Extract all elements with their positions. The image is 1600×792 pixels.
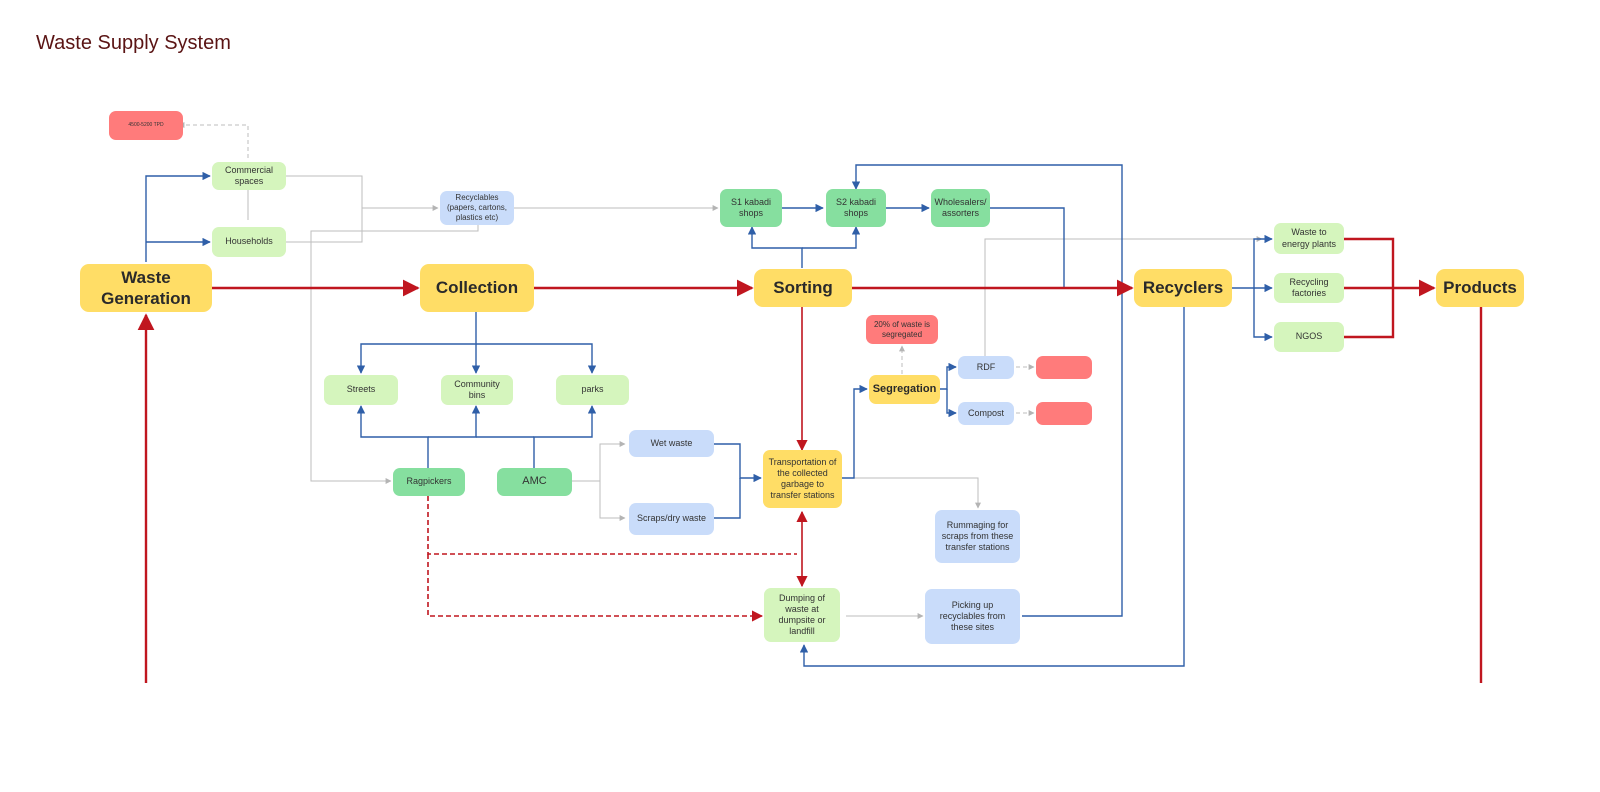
node-dumping: Dumping of waste at dumpsite or landfill	[764, 588, 840, 642]
node-tpd: 4500-5200 TPD	[109, 111, 183, 140]
picking-to-s2-arrow	[851, 164, 1123, 617]
rdf-to-wte-arrow	[984, 236, 1263, 356]
collection-to-parks-arrow	[476, 343, 597, 374]
node-segregated-percent: 20% of waste is segregated	[866, 315, 938, 344]
node-compost: Compost	[958, 402, 1014, 425]
scraps-to-transport-line	[714, 478, 741, 519]
node-commercial-spaces: Commercial spaces	[212, 162, 286, 190]
node-scraps-dry-waste: Scraps/dry waste	[629, 503, 714, 535]
page-title: Waste Supply System	[36, 32, 231, 54]
node-community-bins: Community bins	[441, 375, 513, 405]
amc-to-scraps-arrow	[599, 481, 626, 521]
node-households: Households	[212, 227, 286, 257]
transport-to-segregation-arrow	[842, 384, 868, 479]
node-streets: Streets	[324, 375, 398, 405]
node-waste-to-energy: Waste to energy plants	[1274, 223, 1344, 254]
node-parks: parks	[556, 375, 629, 405]
amc-to-parks-arrow	[533, 405, 597, 468]
segregation-to-rdf-arrow	[940, 362, 957, 390]
node-collection: Collection	[420, 264, 534, 312]
node-s2-kabadi-shops: S2 kabadi shops	[826, 189, 886, 227]
wet-to-transport-arrow	[714, 443, 762, 483]
node-ragpickers: Ragpickers	[393, 468, 465, 496]
node-recyclables: Recyclables (papers, cartons, plastics e…	[440, 191, 514, 225]
recyclers-to-ngos-arrow	[1253, 288, 1273, 342]
node-sorting: Sorting	[754, 269, 852, 307]
node-amc: AMC	[497, 468, 572, 496]
node-s1-kabadi-shops: S1 kabadi shops	[720, 189, 782, 227]
node-segregation: Segregation	[869, 375, 940, 404]
node-ngos: NGOS	[1274, 322, 1344, 352]
generation-to-commercial-arrow	[145, 171, 211, 262]
node-recycling-factories: Recycling factories	[1274, 273, 1344, 303]
households-to-recyclables-line	[286, 208, 363, 243]
node-transportation: Transportation of the collected garbage …	[763, 450, 842, 508]
ragpickers-to-bins-arrow	[428, 405, 481, 438]
sorting-to-s1-arrow	[747, 226, 803, 268]
recyclables-to-ragpickers-arrow	[310, 225, 479, 484]
node-wholesalers: Wholesalers/ assorters	[931, 189, 990, 227]
commercial-to-tpd-arrow	[178, 122, 249, 158]
transport-to-rummaging-arrow	[842, 477, 981, 509]
ragpickers-to-streets-arrow	[356, 405, 429, 468]
node-rdf: RDF	[958, 356, 1014, 379]
node-recyclers: Recyclers	[1134, 269, 1232, 307]
node-compost-note	[1036, 402, 1092, 425]
node-rdf-note	[1036, 356, 1092, 379]
amc-to-wet-arrow	[572, 441, 626, 482]
wholesalers-to-recyclers-arrow	[990, 207, 1132, 293]
recyclers-to-wte-arrow	[1232, 234, 1273, 289]
wte-to-products-line	[1344, 237, 1395, 339]
commercial-to-recyclables-line	[286, 175, 439, 211]
node-picking-up: Picking up recyclables from these sites	[925, 589, 1020, 644]
collection-to-streets-arrow	[356, 312, 477, 374]
ragpickers-to-dumping-dashed-arrow	[427, 554, 764, 622]
node-wet-waste: Wet waste	[629, 430, 714, 457]
recyclers-to-dumping-arrow	[799, 307, 1185, 667]
node-products: Products	[1436, 269, 1524, 307]
node-waste-generation: Waste Generation	[80, 264, 212, 312]
node-rummaging: Rummaging for scraps from these transfer…	[935, 510, 1020, 563]
segregation-to-compost-arrow	[946, 389, 957, 418]
sorting-to-s2-arrow	[802, 226, 861, 249]
loop-back-arrow	[146, 307, 1483, 683]
ragpickers-to-transport-dashed	[427, 496, 797, 555]
